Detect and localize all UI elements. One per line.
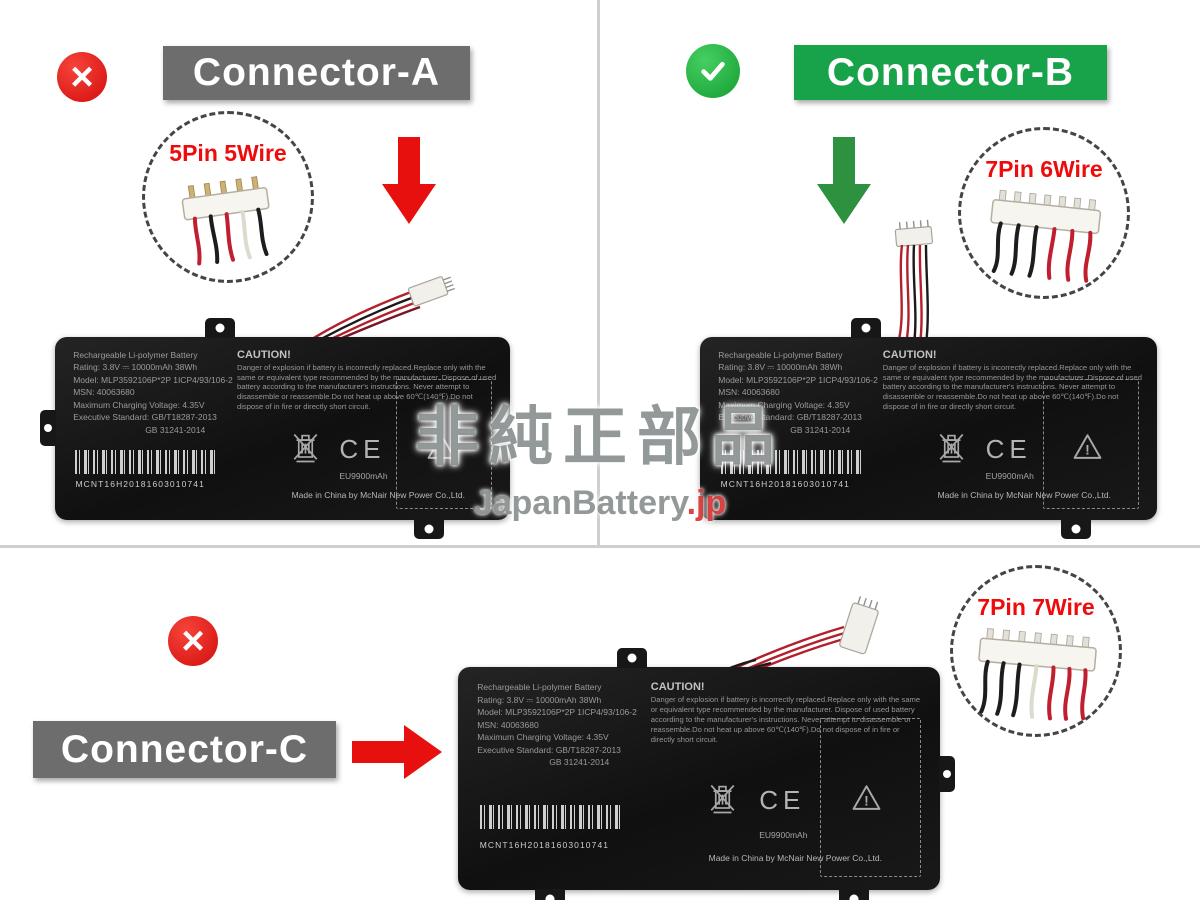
svg-text:!: ! [439,442,444,458]
horizontal-divider [0,545,1200,548]
battery-model: Model: MLP3592106P*2P 1ICP4/93/106-2 [477,707,637,718]
battery-standard: Executive Standard: GB/T18287-2013 [718,412,862,423]
connector-7pin-7wire-photo [978,628,1097,721]
check-glyph [701,61,725,81]
mounting-tab [939,756,955,793]
mounting-tab [205,318,236,338]
battery-max-charging: Maximum Charging Voltage: 4.35V [718,399,850,410]
battery-standard-2: GB 31241-2014 [145,424,206,435]
svg-text:!: ! [864,793,869,809]
made-in-label: Made in China by McNair New Power Co.,Lt… [708,853,882,864]
connector-5pin-photo [181,176,270,266]
barcode-number: MCNT16H20181603010741 [720,478,850,489]
callout-7pin-7wire: 7Pin 7Wire [950,565,1122,737]
connector-c-label: Connector-C [33,721,336,778]
cut-line [1042,379,1139,509]
reject-x-icon: × [168,616,218,666]
approve-check-icon [686,44,740,98]
battery-standard: Executive Standard: GB/T18287-2013 [73,412,217,423]
mounting-tab [535,889,566,900]
caution-body: Danger of explosion if battery is incorr… [237,362,497,412]
vertical-divider [597,0,600,546]
crossed-bin-icon [939,434,963,463]
battery-spec-block: Rechargeable Li-polymer Battery Rating: … [477,681,637,769]
battery-caution-block: CAUTION! Danger of explosion if battery … [883,349,1143,412]
caution-body: Danger of explosion if battery is incorr… [882,362,1142,412]
caution-title: CAUTION! [882,348,937,361]
barcode-number: MCNT16H20181603010741 [479,839,610,850]
battery-photo-c: Rechargeable Li-polymer Battery Rating: … [458,648,955,900]
mounting-tab [1061,519,1092,539]
warning-triangle-icon: ! [1074,434,1102,459]
cut-line [819,718,921,877]
battery-title: Rechargeable Li-polymer Battery [73,349,198,360]
mounting-tab [850,318,881,338]
battery-spec-block: Rechargeable Li-polymer Battery Rating: … [718,349,878,437]
battery-max-charging: Maximum Charging Voltage: 4.35V [477,732,609,743]
made-in-label: Made in China by McNair New Power Co.,Lt… [937,489,1111,500]
ce-mark: CE [985,433,1032,464]
battery-standard: Executive Standard: GB/T18287-2013 [477,744,621,755]
battery-title: Rechargeable Li-polymer Battery [718,349,843,360]
battery-standard-2: GB 31241-2014 [790,424,851,435]
callout-b-text: 7Pin 6Wire [985,156,1103,182]
barcode [720,450,861,475]
connector-7pin-6wire-photo [990,189,1102,283]
battery-b-wires [894,219,933,345]
capacity-label: EU9900mAh [759,829,808,840]
callout-c-text: 7Pin 7Wire [977,594,1095,620]
made-in-label: Made in China by McNair New Power Co.,Lt… [291,489,465,500]
warning-triangle-icon: ! [427,434,456,459]
battery-photo-b: Rechargeable Li-polymer Battery Rating: … [700,318,1157,539]
battery-model: Model: MLP3592106P*2P 1ICP4/93/106-2 [718,374,878,385]
battery-msn: MSN: 40063680 [477,719,539,730]
mounting-tab [617,648,648,668]
warning-triangle-icon: ! [852,785,881,810]
crossed-bin-icon [293,434,317,463]
battery-rating: Rating: 3.8V ⎓ 10000mAh 38Wh [718,362,843,373]
battery-rating: Rating: 3.8V ⎓ 10000mAh 38Wh [73,362,198,373]
capacity-label: EU9900mAh [339,470,388,481]
battery-msn: MSN: 40063680 [718,387,780,398]
x-glyph: × [70,55,94,99]
battery-caution-block: CAUTION! Danger of explosion if battery … [651,681,926,744]
callout-5pin-5wire: 5Pin 5Wire [142,111,314,283]
x-glyph: × [181,619,205,663]
connector-a-label: Connector-A [163,46,470,100]
mounting-tab [40,410,56,447]
down-arrow-icon [817,137,871,224]
mounting-tab [838,889,869,900]
crossed-bin-icon [710,784,734,814]
callout-7pin-6wire: 7Pin 6Wire [958,127,1130,299]
battery-photo-a: Rechargeable Li-polymer Battery Rating: … [40,318,510,539]
battery-standard-2: GB 31241-2014 [549,757,610,768]
battery-max-charging: Maximum Charging Voltage: 4.35V [73,399,205,410]
down-arrow-icon [382,137,436,224]
caution-title: CAUTION! [650,681,705,694]
barcode-number: MCNT16H20181603010741 [75,478,205,489]
battery-rating: Rating: 3.8V ⎓ 10000mAh 38Wh [477,694,602,705]
right-arrow-icon [352,725,442,779]
connector-b-label: Connector-B [794,45,1107,100]
reject-x-icon: × [57,52,107,102]
barcode [75,450,216,475]
svg-text:!: ! [1086,442,1091,458]
cut-line [396,379,492,509]
battery-spec-block: Rechargeable Li-polymer Battery Rating: … [73,349,233,437]
ce-mark: CE [759,785,806,816]
caution-title: CAUTION! [237,348,291,361]
callout-a-text: 5Pin 5Wire [169,140,287,166]
barcode [479,805,620,830]
battery-caution-block: CAUTION! Danger of explosion if battery … [237,349,496,412]
battery-msn: MSN: 40063680 [73,387,135,398]
ce-mark: CE [339,433,386,464]
mounting-tab [414,519,445,539]
caution-body: Danger of explosion if battery is incorr… [650,695,921,744]
battery-title: Rechargeable Li-polymer Battery [477,682,602,693]
battery-model: Model: MLP3592106P*2P 1ICP4/93/106-2 [73,374,233,385]
capacity-label: EU9900mAh [985,470,1034,481]
